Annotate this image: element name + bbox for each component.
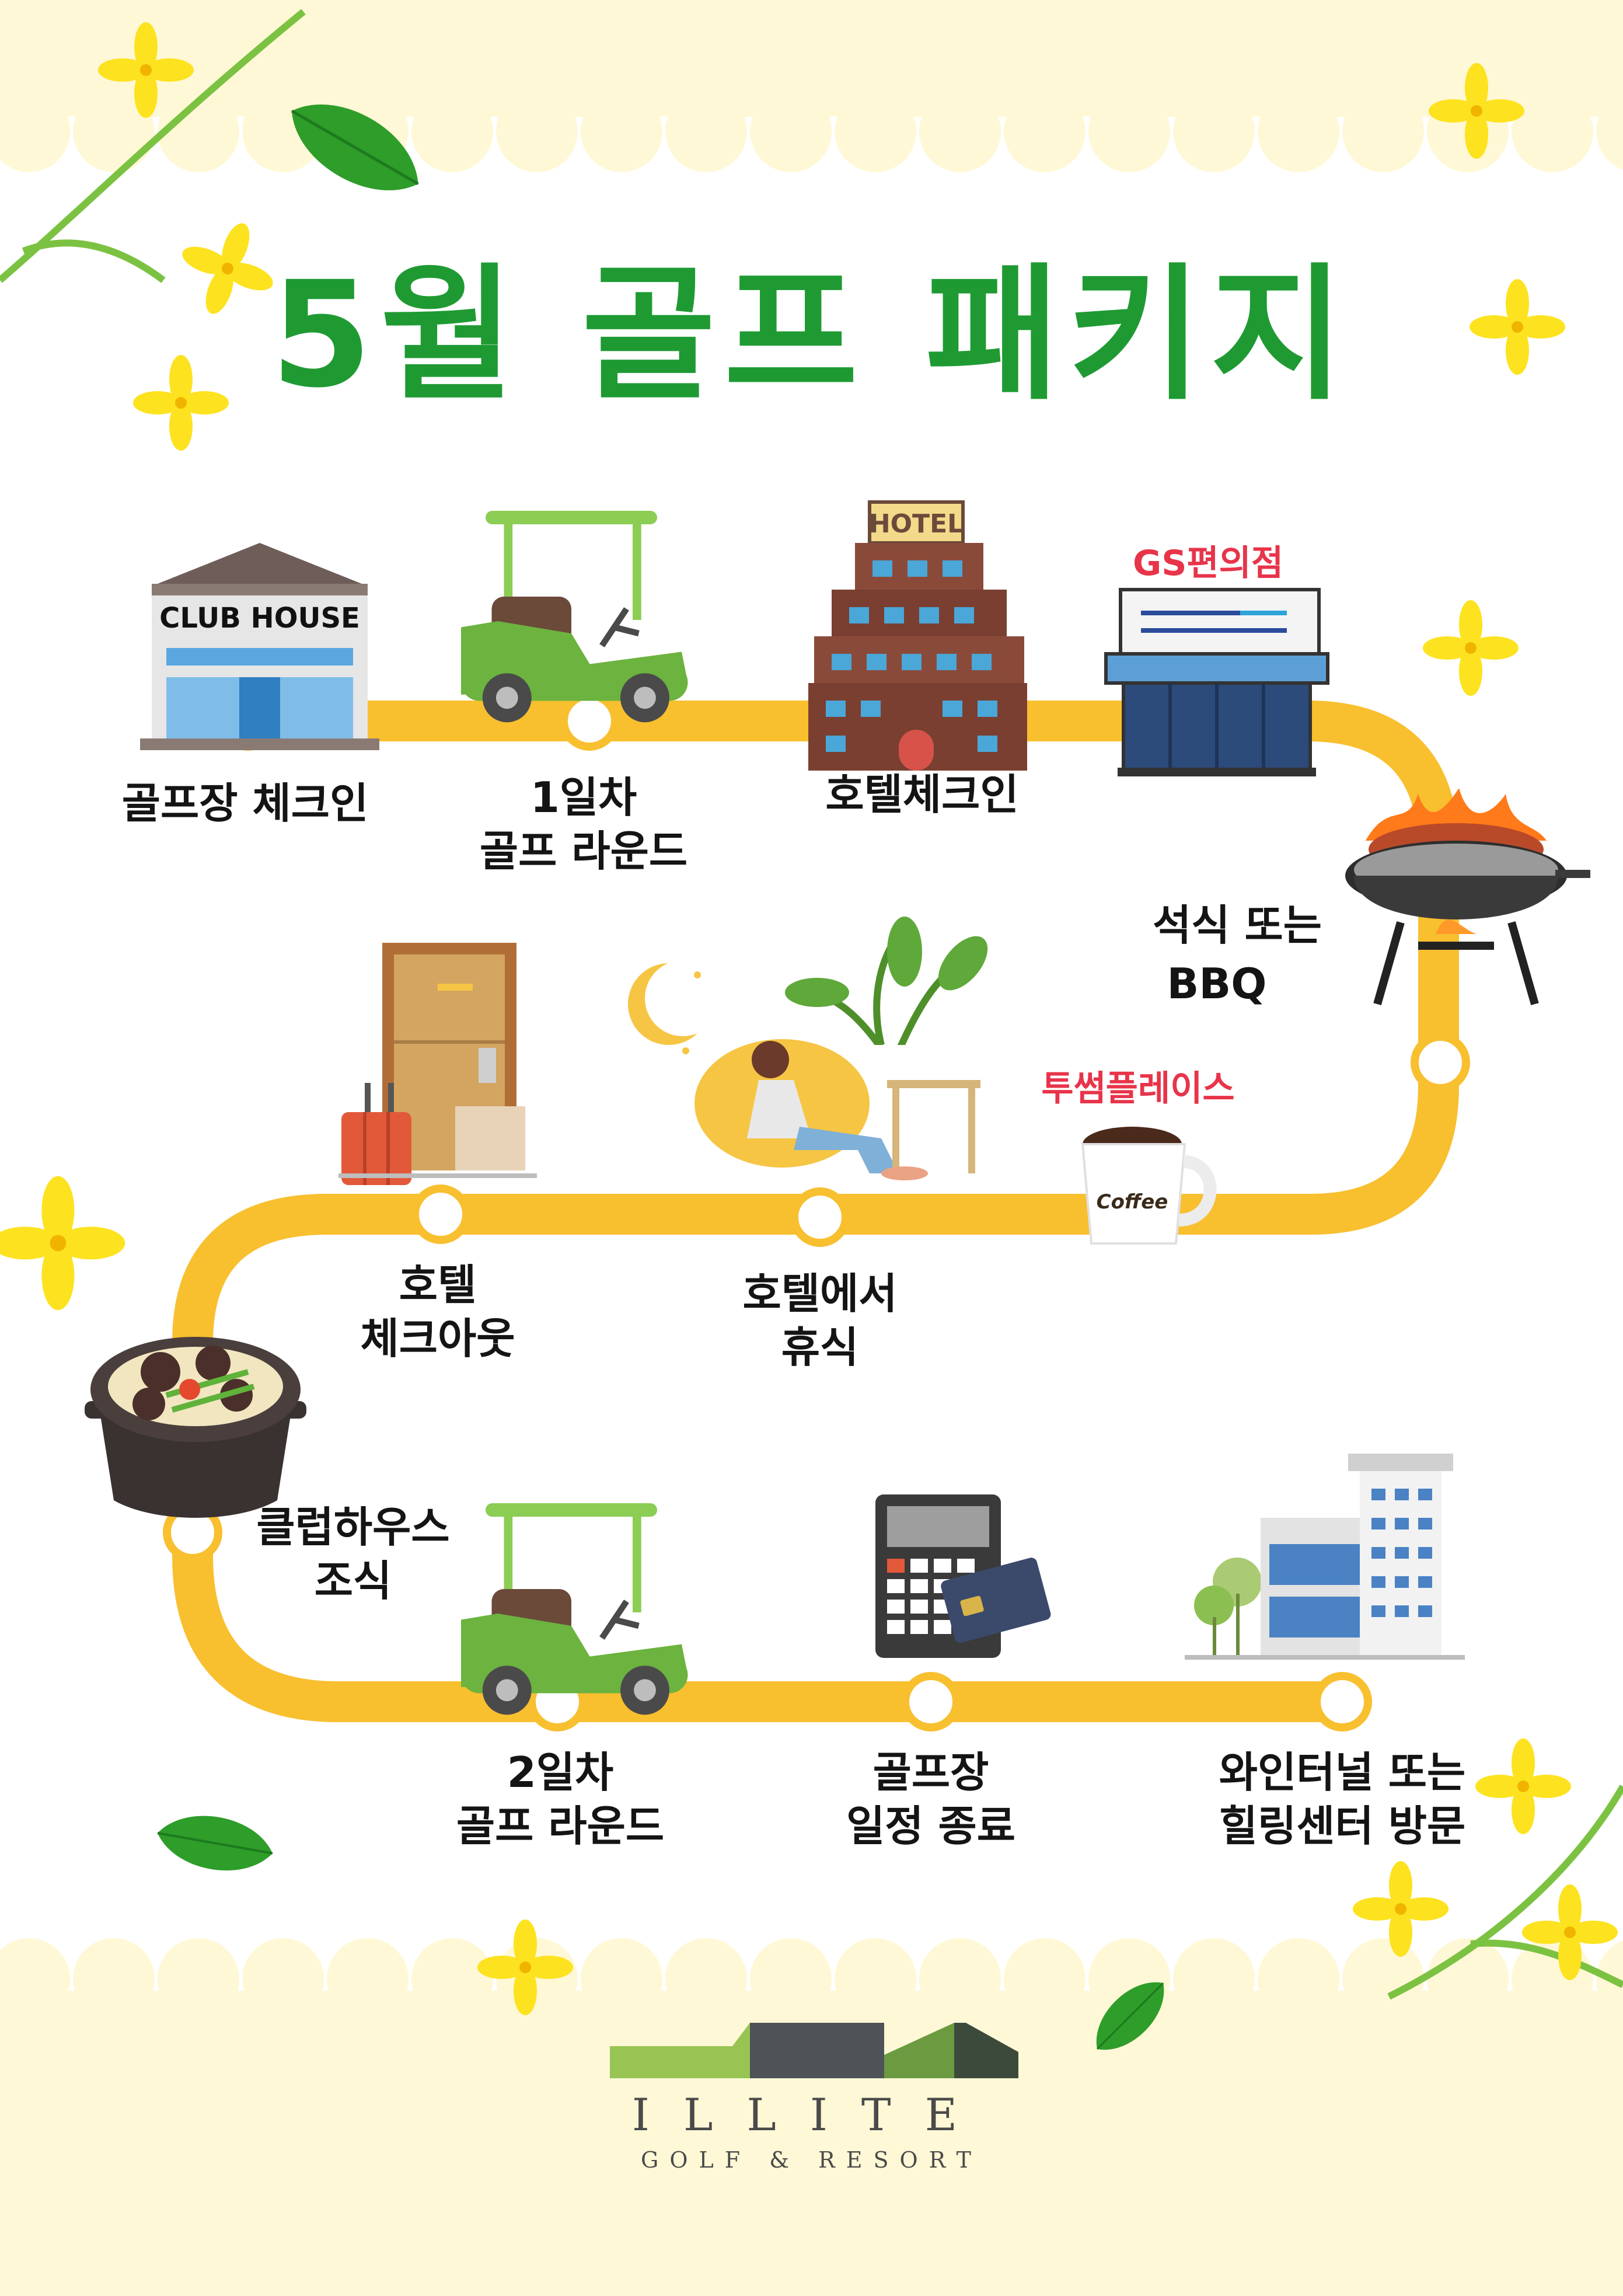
stop-label-line: 클럽하우스 [256, 1503, 450, 1552]
coffee-cup-icon: Coffee [1081, 1127, 1217, 1245]
stop-label-line: 2일차 [507, 1748, 614, 1797]
stop-marker [901, 1672, 961, 1731]
stop-label-line: 1일차 [530, 773, 637, 822]
relaxing-woman-icon [694, 917, 988, 1180]
stop-marker [560, 691, 619, 751]
logo-subtitle: GOLF & RESORT [641, 2147, 982, 2173]
forsythia-flower-icon [0, 1176, 125, 1311]
page-title: 5월 골프 패키지 [270, 250, 1353, 420]
golf-cart-icon [461, 1503, 688, 1715]
clubhouse-icon: CLUB HOUSE [140, 543, 379, 750]
stop-label-line: 골프 라운드 [456, 1802, 665, 1851]
stop-label-line: 호텔에서 [742, 1269, 898, 1318]
moon-icon [628, 963, 701, 1054]
stop-clubhouse-breakfast: 클럽하우스 조식 [216, 1500, 490, 1608]
hotel-icon: HOTEL [808, 500, 1027, 771]
stop-marker [790, 1187, 850, 1247]
office-building-icon [1185, 1454, 1465, 1660]
stop-label-line: 휴식 [781, 1323, 859, 1372]
stop-label-line: 골프장 체크인 [121, 779, 369, 828]
stop-label-line: 호텔 [399, 1260, 477, 1309]
stop-day2-round: 2일차 골프 라운드 [420, 1745, 700, 1853]
stop-label-line: 호텔체크인 [825, 770, 1019, 819]
stop-label-line: 골프 라운드 [479, 827, 688, 876]
stop-hotel-checkin: 호텔체크인 [782, 768, 1062, 821]
stop-marker [1411, 1033, 1470, 1092]
hotel-sign: HOTEL [869, 509, 964, 539]
gs-store-tag: GS편의점 [1133, 543, 1283, 584]
bbq-grill-icon [1345, 788, 1590, 1005]
convenience-store-icon [1104, 588, 1329, 776]
forsythia-branch-bottom-right [1387, 1784, 1623, 2000]
stop-dinner-line2: BBQ [1167, 959, 1267, 1008]
stop-label-line: 골프장 [872, 1748, 989, 1797]
forsythia-flower-icon [1423, 600, 1519, 696]
stew-pot-icon [85, 1337, 306, 1518]
stop-label-line: 일정 종료 [846, 1802, 1016, 1851]
stop-wine-tunnel-healing: 와인터널 또는 힐링센터 방문 [1167, 1745, 1517, 1853]
golf-cart-icon [461, 511, 688, 722]
clubhouse-sign: CLUB HOUSE [159, 602, 360, 635]
logo-name: ILLITE [631, 2089, 992, 2141]
twosome-place-tag: 투썸플레이스 [1041, 1068, 1234, 1109]
stop-hotel-rest: 호텔에서 휴식 [680, 1267, 960, 1374]
door-luggage-icon [338, 943, 537, 1185]
stop-dinner-line1: 석식 또는 [1153, 901, 1322, 950]
coffee-cup-text: Coffee [1097, 1190, 1168, 1214]
stop-marker [1313, 1672, 1372, 1731]
stop-golf-checkin: 골프장 체크인 [105, 776, 385, 830]
illite-logo-icon [610, 2023, 1018, 2078]
calculator-icon [875, 1494, 1051, 1658]
stop-golf-end: 골프장 일정 종료 [791, 1745, 1071, 1853]
top-scallop-border [0, 0, 1623, 172]
stop-marker [411, 1184, 470, 1244]
stop-label-line: 힐링센터 방문 [1219, 1802, 1466, 1851]
stop-label-line: 와인터널 또는 [1219, 1748, 1466, 1797]
stop-label-line: 조식 [314, 1556, 392, 1605]
stop-day1-round: 1일차 골프 라운드 [444, 771, 724, 878]
forsythia-branch-top-left [0, 9, 306, 283]
leaf-icon [152, 1806, 278, 1881]
stop-hotel-checkout: 호텔 체크아웃 [298, 1258, 578, 1365]
stop-label-line: 체크아웃 [360, 1314, 515, 1363]
route-path [172, 701, 1459, 1722]
